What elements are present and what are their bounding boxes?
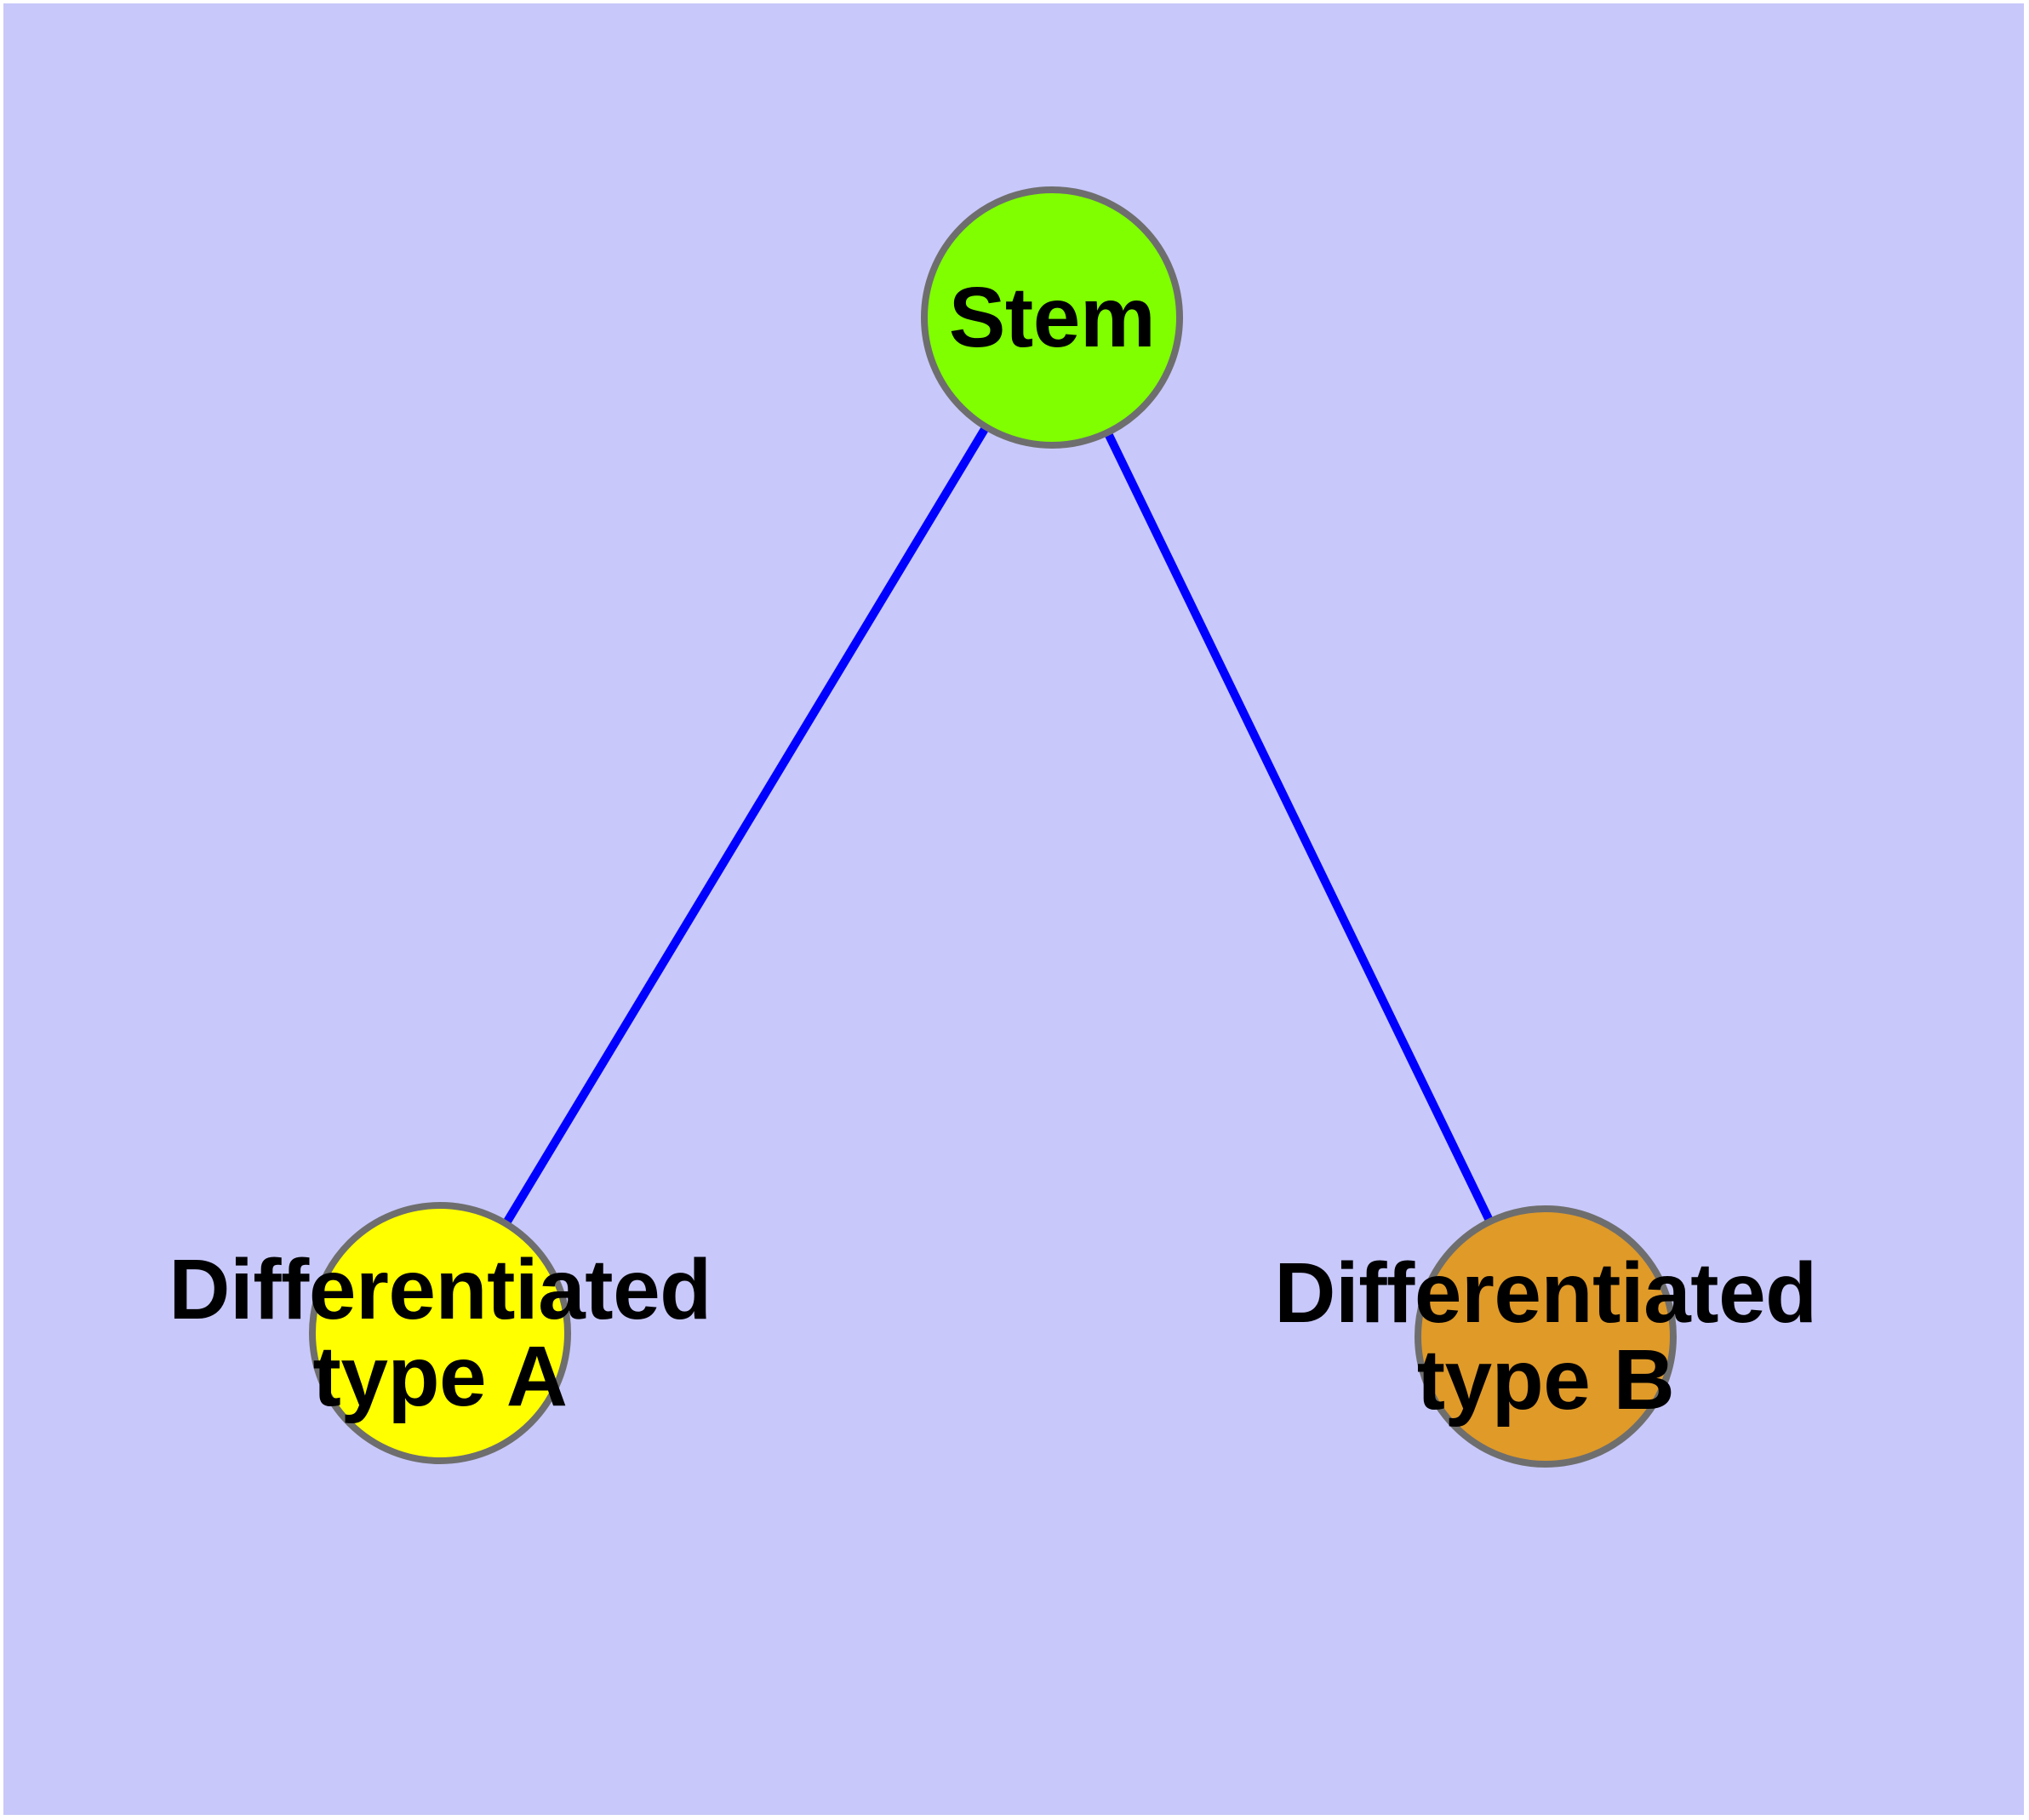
graph-node-diff_a[interactable] — [309, 1202, 571, 1464]
graph-edge-stem-to-diff-a — [436, 315, 1056, 1336]
graph-node-diff_b[interactable] — [1415, 1205, 1677, 1468]
graph-node-stem[interactable] — [921, 186, 1183, 449]
edges-layer — [436, 315, 1550, 1339]
nodes-layer — [309, 186, 1677, 1468]
graph-edge-stem-to-diff-b — [1048, 315, 1550, 1339]
